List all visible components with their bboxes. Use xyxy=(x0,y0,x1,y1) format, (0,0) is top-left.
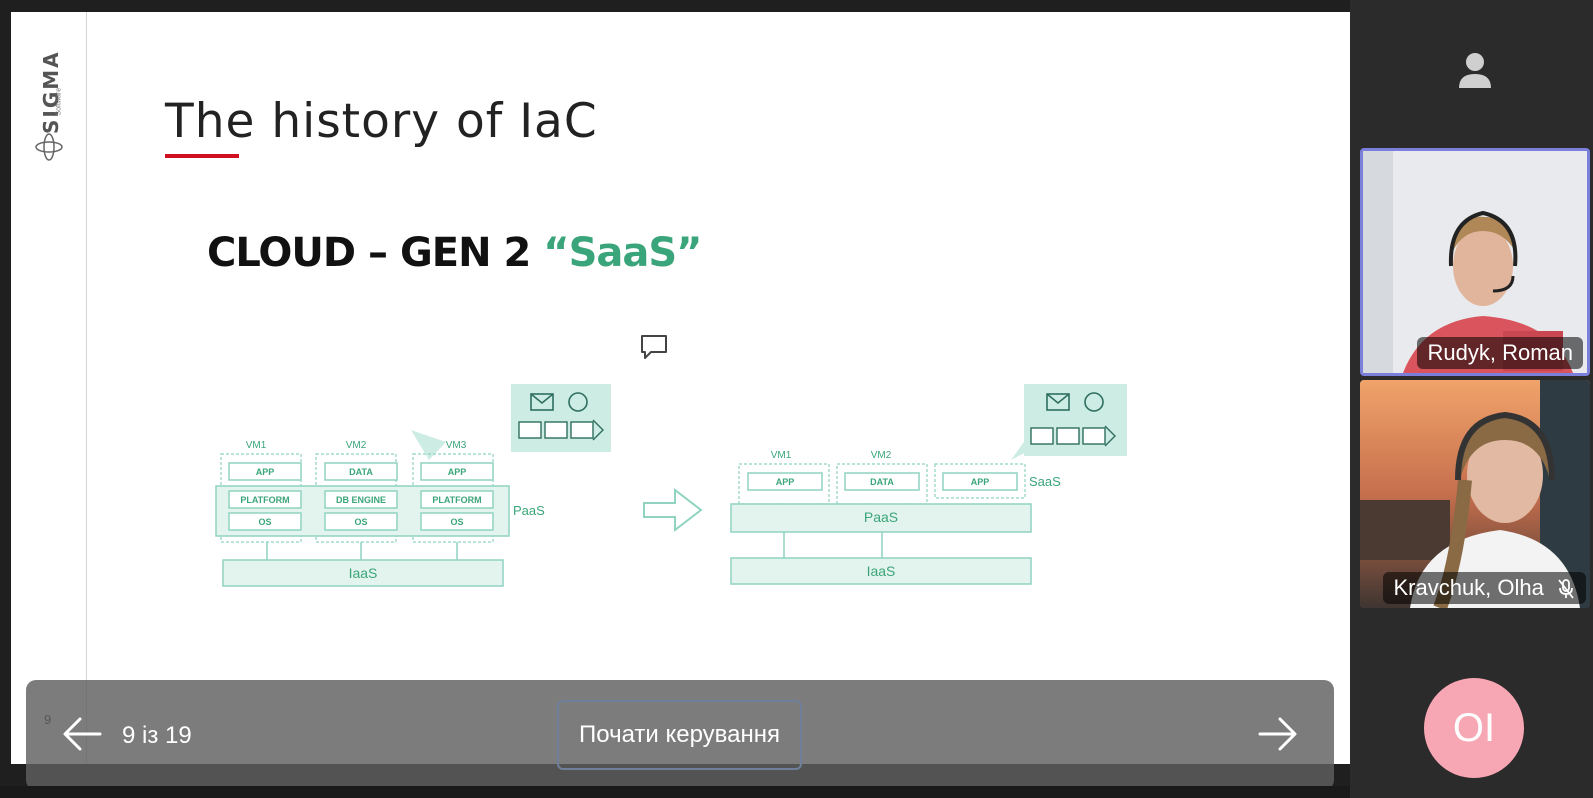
vm-label: VM3 xyxy=(446,440,467,451)
iac-diagram: .tl { font-family: "Liberation Sans", sa… xyxy=(215,384,1127,587)
cell-label: APP xyxy=(971,477,990,487)
participant-name: Rudyk, Roman xyxy=(1417,337,1583,369)
video-feed xyxy=(1360,380,1590,608)
left-vm-stack: VM1 VM2 VM3 APP DATA APP PLATFORM DB ENG… xyxy=(215,440,545,587)
cell-label: APP xyxy=(448,467,467,477)
mail-queue-icon xyxy=(1030,425,1116,447)
subtitle-main: CLOUD – GEN 2 xyxy=(207,230,544,276)
vm-box xyxy=(934,463,1026,499)
cell xyxy=(324,512,398,531)
cell xyxy=(228,462,302,481)
cell-label: DB ENGINE xyxy=(336,495,386,505)
cell xyxy=(420,462,494,481)
transition-arrow-icon xyxy=(643,487,703,533)
cell-label: OS xyxy=(258,517,271,527)
comment-icon[interactable] xyxy=(639,332,669,362)
cell xyxy=(420,490,494,509)
cell-label: DATA xyxy=(870,477,894,487)
title-underline xyxy=(165,154,239,158)
saas-bubble xyxy=(511,384,611,452)
vm-label: VM1 xyxy=(771,450,792,461)
bottom-strip xyxy=(0,786,1350,798)
saas-bubble xyxy=(1024,384,1127,456)
arrow-left-icon[interactable] xyxy=(60,714,104,754)
participant-name: Kravchuk, Olha xyxy=(1383,572,1586,604)
cell-label: APP xyxy=(256,467,275,477)
logo-mark-icon xyxy=(35,133,63,161)
cell xyxy=(942,472,1018,491)
mail-icon xyxy=(1046,393,1070,411)
cell-label: APP xyxy=(776,477,795,487)
cell-label: DATA xyxy=(349,467,373,477)
bubble-tail xyxy=(411,430,446,460)
participants-panel: Rudyk, Roman xyxy=(1350,0,1593,798)
cell xyxy=(228,490,302,509)
participant-tile[interactable]: Kravchuk, Olha xyxy=(1360,380,1590,608)
paas-label: PaaS xyxy=(864,509,898,525)
cell xyxy=(228,512,302,531)
cell xyxy=(747,472,823,491)
power-icon xyxy=(1084,392,1104,412)
page-counter: 9 із 19 xyxy=(122,722,192,749)
iaas-label: IaaS xyxy=(349,565,378,581)
cell-label: PLATFORM xyxy=(432,495,481,505)
cell xyxy=(324,490,398,509)
mail-icon xyxy=(530,393,554,411)
iaas-label: IaaS xyxy=(867,563,896,579)
arrow-right-icon[interactable] xyxy=(1256,714,1300,754)
sigma-logo: SIGMA Software xyxy=(29,32,69,162)
mic-muted-icon xyxy=(1558,579,1574,599)
cell xyxy=(420,512,494,531)
slide-title: The history of IaC xyxy=(165,94,598,149)
slide-subtitle: CLOUD – GEN 2 “SaaS” xyxy=(207,230,702,276)
paas-band xyxy=(730,503,1032,533)
cell-label: OS xyxy=(354,517,367,527)
slide-divider xyxy=(86,12,87,764)
user-icon xyxy=(1459,53,1491,88)
presentation-control-bar xyxy=(26,680,1334,790)
vm-label: VM2 xyxy=(871,450,892,461)
saas-label: SaaS xyxy=(1029,474,1061,489)
iaas-band xyxy=(222,559,504,587)
iaas-band xyxy=(730,557,1032,585)
mail-queue-icon xyxy=(518,419,604,441)
avatar: OI xyxy=(1424,678,1524,778)
start-control-button[interactable]: Почати керування xyxy=(557,700,802,770)
cell-label: OS xyxy=(450,517,463,527)
presentation-slide: SIGMA Software The history of IaC CLOUD … xyxy=(11,12,1350,764)
cell-label: PLATFORM xyxy=(240,495,289,505)
vm-label: VM1 xyxy=(246,440,267,451)
logo-subtext: Software xyxy=(55,87,63,116)
participant-tile-active[interactable]: Rudyk, Roman xyxy=(1360,148,1590,376)
participant-name-text: Kravchuk, Olha xyxy=(1393,575,1544,600)
cell xyxy=(324,462,398,481)
participant-tile-self[interactable] xyxy=(1360,8,1590,138)
vm-label: VM2 xyxy=(346,440,367,451)
subtitle-accent: “SaaS” xyxy=(543,230,702,276)
cell xyxy=(844,472,920,491)
right-vm-stack: VM1 VM2 APP DATA APP SaaS PaaS IaaS xyxy=(730,384,1127,585)
power-icon xyxy=(568,392,588,412)
paas-label: PaaS xyxy=(513,503,545,518)
